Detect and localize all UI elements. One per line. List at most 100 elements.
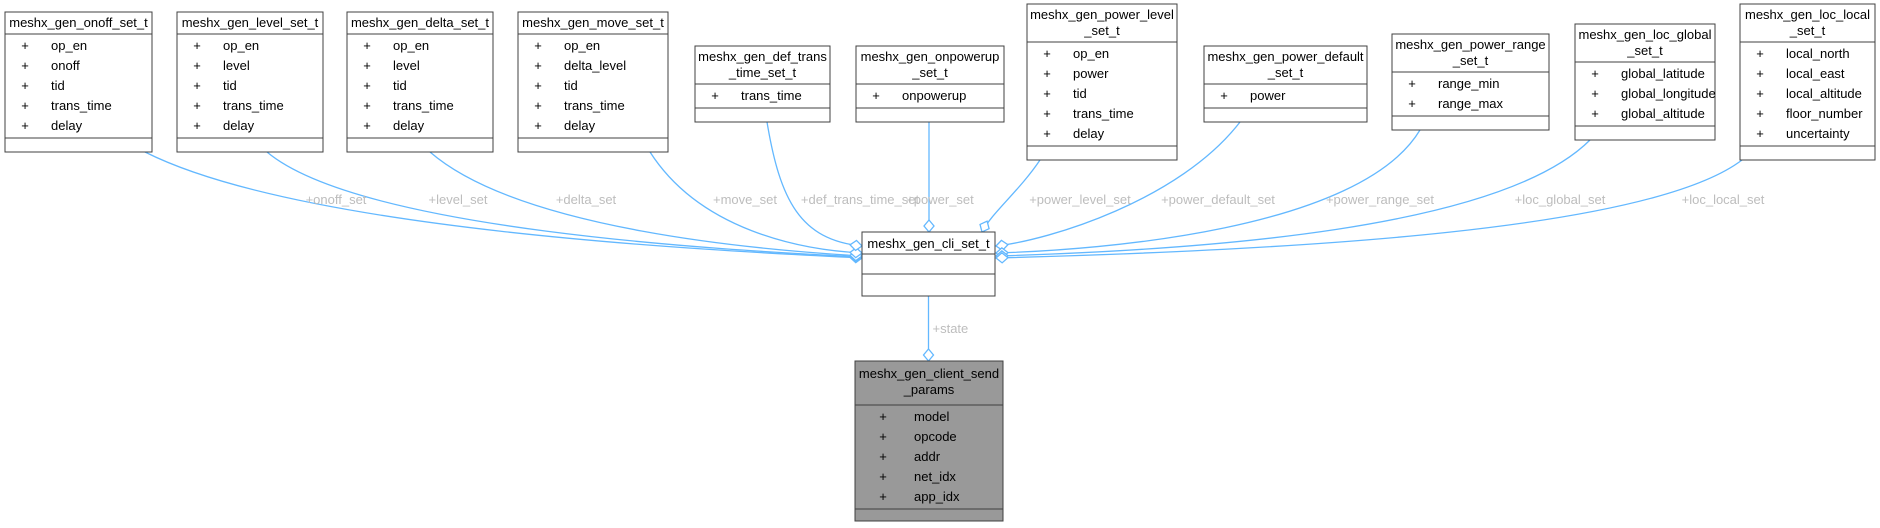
field-visibility: + — [534, 78, 542, 93]
struct-title: _set_t — [1452, 53, 1489, 68]
association-edge — [995, 121, 1241, 247]
field-visibility: + — [1043, 46, 1051, 61]
struct-field: power — [1250, 88, 1286, 103]
field-visibility: + — [363, 58, 371, 73]
field-visibility: + — [872, 88, 880, 103]
edge-label: +def_trans_time_set — [801, 192, 920, 207]
edge-label: +onoff_set — [306, 192, 367, 207]
struct-title: _set_t — [1789, 23, 1826, 38]
struct-field: op_en — [223, 38, 259, 53]
aggregation-diamond — [994, 251, 1010, 264]
edge-label: +loc_global_set — [1515, 192, 1606, 207]
edge-label: +power_range_set — [1326, 192, 1434, 207]
struct-field: range_max — [1438, 96, 1504, 111]
struct-field: trans_time — [393, 98, 454, 113]
struct-field: addr — [914, 449, 941, 464]
struct-title: _time_set_t — [728, 65, 797, 80]
struct-field: delay — [223, 118, 255, 133]
struct-field: tid — [1073, 86, 1087, 101]
field-visibility: + — [193, 38, 201, 53]
struct-field: global_latitude — [1621, 66, 1705, 81]
field-visibility: + — [711, 88, 719, 103]
struct-field: op_en — [564, 38, 600, 53]
struct-field: global_longitude — [1621, 86, 1716, 101]
struct-box-center[interactable]: meshx_gen_cli_set_t — [861, 231, 996, 297]
aggregation-diamond — [849, 239, 864, 252]
struct-box-onoff[interactable]: meshx_gen_onoff_set_t+op_en+onoff+tid+tr… — [4, 11, 153, 153]
field-visibility: + — [1408, 96, 1416, 111]
struct-box-power_level[interactable]: meshx_gen_power_level_set_t+op_en+power+… — [1026, 3, 1178, 161]
struct-box-def_trans[interactable]: meshx_gen_def_trans_time_set_t + trans_tim… — [694, 45, 831, 123]
box-frame — [861, 231, 996, 297]
struct-field: delay — [393, 118, 425, 133]
struct-field: onoff — [51, 58, 80, 73]
box-frame — [854, 360, 1004, 522]
edge-label: +delta_set — [556, 192, 617, 207]
struct-title: meshx_gen_power_default — [1207, 49, 1363, 64]
box-frame — [346, 11, 494, 153]
struct-box-loc_local[interactable]: meshx_gen_loc_local_set_t+local_north+lo… — [1739, 3, 1876, 161]
field-visibility: + — [534, 118, 542, 133]
struct-field: onpowerup — [902, 88, 966, 103]
association-edge — [649, 151, 863, 254]
struct-field: tid — [51, 78, 65, 93]
struct-field: range_min — [1438, 76, 1499, 91]
struct-field: delay — [564, 118, 596, 133]
struct-title: meshx_gen_loc_local — [1745, 7, 1870, 22]
struct-title: meshx_gen_cli_set_t — [867, 236, 990, 251]
box-frame — [1391, 33, 1550, 131]
struct-title: _set_t — [911, 65, 948, 80]
struct-field: tid — [564, 78, 578, 93]
struct-box-loc_global[interactable]: meshx_gen_loc_global_set_t+global_latitu… — [1574, 23, 1716, 141]
struct-title: meshx_gen_def_trans — [698, 49, 827, 64]
struct-field: op_en — [51, 38, 87, 53]
field-visibility: + — [363, 98, 371, 113]
field-visibility: + — [879, 449, 887, 464]
field-visibility: + — [1756, 66, 1764, 81]
struct-box-delta[interactable]: meshx_gen_delta_set_t+op_en+level+tid+tr… — [346, 11, 494, 153]
field-visibility: + — [363, 38, 371, 53]
struct-field: trans_time — [741, 88, 802, 103]
field-visibility: + — [363, 118, 371, 133]
struct-box-level[interactable]: meshx_gen_level_set_t+op_en+level+tid+tr… — [176, 11, 324, 153]
struct-title: meshx_gen_level_set_t — [182, 15, 319, 30]
struct-title: _params — [903, 382, 955, 397]
field-visibility: + — [21, 58, 29, 73]
field-visibility: + — [21, 98, 29, 113]
struct-field: level — [223, 58, 250, 73]
aggregation-diamond — [979, 220, 990, 233]
struct-field: level — [393, 58, 420, 73]
struct-title: _set_t — [1267, 65, 1304, 80]
struct-box-move[interactable]: meshx_gen_move_set_t+op_en+delta_level+t… — [517, 11, 669, 153]
struct-field: app_idx — [914, 489, 960, 504]
struct-box-power_default[interactable]: meshx_gen_power_default_set_t+power — [1203, 45, 1368, 123]
field-visibility: + — [879, 409, 887, 424]
struct-title: meshx_gen_power_range — [1395, 37, 1545, 52]
struct-field: net_idx — [914, 469, 956, 484]
field-visibility: + — [21, 78, 29, 93]
struct-field: trans_time — [564, 98, 625, 113]
field-visibility: + — [193, 78, 201, 93]
struct-box-root[interactable]: meshx_gen_client_send_params+model+opcod… — [854, 360, 1004, 522]
field-visibility: + — [1756, 106, 1764, 121]
box-frame — [4, 11, 153, 153]
field-visibility: + — [193, 118, 201, 133]
field-visibility: + — [1756, 126, 1764, 141]
struct-title: meshx_gen_onpowerup — [861, 49, 1000, 64]
struct-box-power_range[interactable]: meshx_gen_power_range_set_t+range_min+ra… — [1391, 33, 1550, 131]
box-frame — [1739, 3, 1876, 161]
struct-field: model — [914, 409, 950, 424]
box-frame — [1574, 23, 1716, 141]
field-visibility: + — [1591, 86, 1599, 101]
aggregation-diamond — [923, 218, 935, 234]
struct-field: local_east — [1786, 66, 1845, 81]
box-frame — [176, 11, 324, 153]
field-visibility: + — [1591, 66, 1599, 81]
field-visibility: + — [21, 118, 29, 133]
struct-title: _set_t — [1083, 23, 1120, 38]
association-edge — [429, 151, 863, 257]
association-edge — [995, 129, 1421, 254]
struct-field: tid — [393, 78, 407, 93]
struct-box-onpowerup[interactable]: meshx_gen_onpowerup_set_t + onpowerup — [855, 45, 1005, 123]
